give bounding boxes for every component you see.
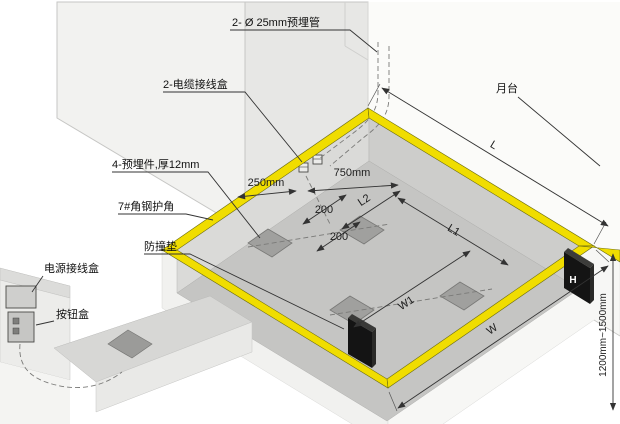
dim-750-label: 750mm [334, 167, 371, 179]
leader-line [144, 253, 345, 330]
cable-junction-box [312, 154, 323, 165]
leader-line [517, 96, 601, 167]
button-box [7, 311, 35, 343]
dimension-dock-height: 1200mm~1500mm [598, 253, 617, 411]
label-cable-box: 2-电缆接线盒 [163, 77, 228, 91]
dim-200b-label: 200 [330, 231, 348, 243]
label-power-box: 电源接线盒 [44, 261, 99, 275]
bumper-top [564, 248, 594, 268]
leader-line [35, 320, 55, 326]
label-platform: 月台 [496, 81, 518, 95]
label-embedded-pipe: 2- Ø 25mm预埋管 [232, 15, 320, 29]
leader-line [163, 91, 303, 163]
label-bumper-pad: 防撞垫 [144, 239, 177, 253]
dim-dock-height-label: 1200mm~1500mm [598, 293, 609, 377]
embedded-plate [247, 228, 293, 258]
button [12, 317, 20, 325]
inset-pad [107, 329, 153, 359]
dim-height-label: H [569, 275, 576, 286]
building-walls [56, 1, 369, 231]
inset-ramp-face [95, 321, 253, 413]
leader-line [112, 171, 261, 239]
label-embedded-plate: 4-预埋件,厚12mm [112, 158, 199, 171]
dim-l2-label: L2 [356, 192, 373, 209]
dimension-length: L [367, 83, 609, 245]
inset-ground [0, 362, 70, 424]
power-junction-box [5, 285, 37, 309]
label-angle-steel: 7#角钢护角 [118, 199, 174, 213]
dim-length-label: L [488, 139, 499, 152]
bumper-side [590, 264, 594, 304]
building-edge [344, 45, 369, 61]
dim-250-label: 250mm [248, 177, 285, 189]
callouts: 2- Ø 25mm预埋管 2-电缆接线盒 月台 4-预埋件,厚12mm 7#角钢… [112, 15, 601, 330]
dim-200a-label: 200 [315, 204, 333, 216]
bumper-side [372, 328, 376, 368]
leader-line [118, 213, 214, 221]
dim-l1-label: L1 [445, 222, 462, 239]
leader-line [230, 29, 378, 53]
leader-line [31, 275, 44, 293]
angle-steel-band-front-left [160, 249, 389, 389]
label-button-box: 按钮盒 [56, 307, 89, 321]
floor-dimensions: 250mm 750mm 200 200 L2 L1 W1 [237, 167, 509, 328]
inset-detail: 电源接线盒 按钮盒 [0, 261, 253, 424]
inset-cable [19, 343, 123, 389]
bumper-face [348, 318, 372, 368]
button [12, 327, 20, 335]
